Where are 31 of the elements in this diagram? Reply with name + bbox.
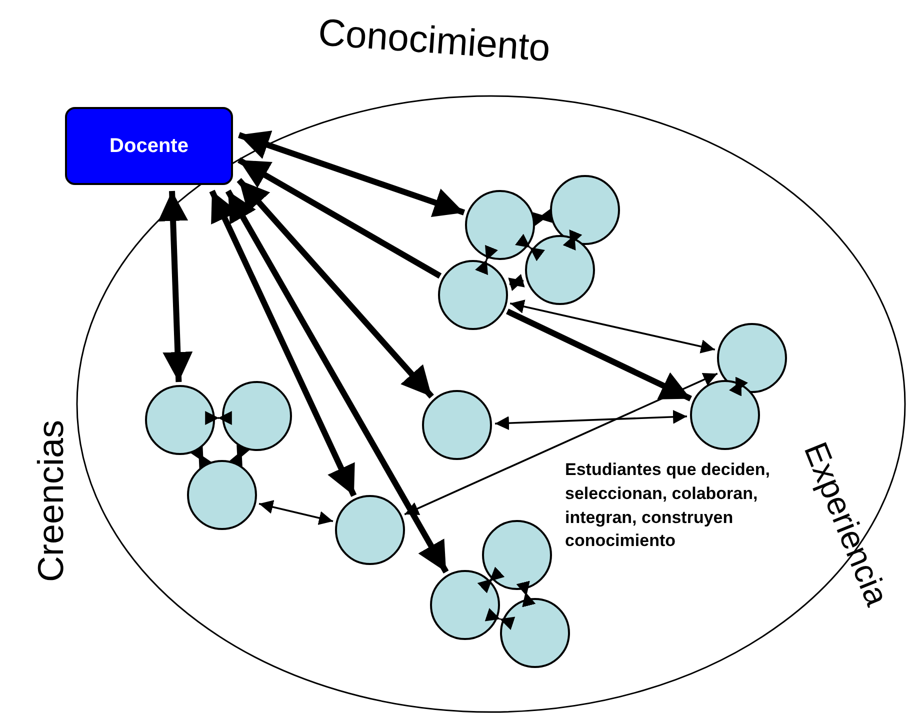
arrow — [515, 234, 545, 262]
arrow — [510, 300, 716, 354]
arrow — [484, 608, 516, 630]
student-circle — [525, 235, 595, 305]
arrow — [158, 190, 193, 382]
arrow — [258, 500, 334, 525]
arrow — [477, 566, 505, 594]
arrow — [236, 178, 434, 399]
arrow — [225, 190, 449, 574]
arrow — [494, 410, 688, 430]
arrow — [728, 376, 748, 396]
arrow — [404, 372, 718, 516]
arrow — [508, 274, 525, 292]
arrow — [190, 446, 212, 469]
arrow — [532, 209, 552, 226]
arrow — [209, 190, 357, 497]
node-label: Docente — [110, 134, 188, 158]
arrow — [506, 308, 692, 402]
curved-heading: Creencias — [30, 420, 72, 582]
student-circle — [438, 260, 508, 330]
student-circle — [690, 380, 760, 450]
arrow — [205, 411, 232, 425]
arrow — [238, 130, 466, 217]
arrow — [230, 444, 250, 466]
curved-heading: Conocimiento — [316, 12, 552, 72]
description-text: Estudiantes que deciden, seleccionan, colaboran, integran, construyen conocimiento — [565, 459, 771, 552]
arrow — [516, 580, 536, 608]
arrow — [238, 157, 442, 279]
teacher-box — [65, 107, 233, 185]
arrow — [475, 244, 498, 276]
arrow — [562, 230, 582, 250]
